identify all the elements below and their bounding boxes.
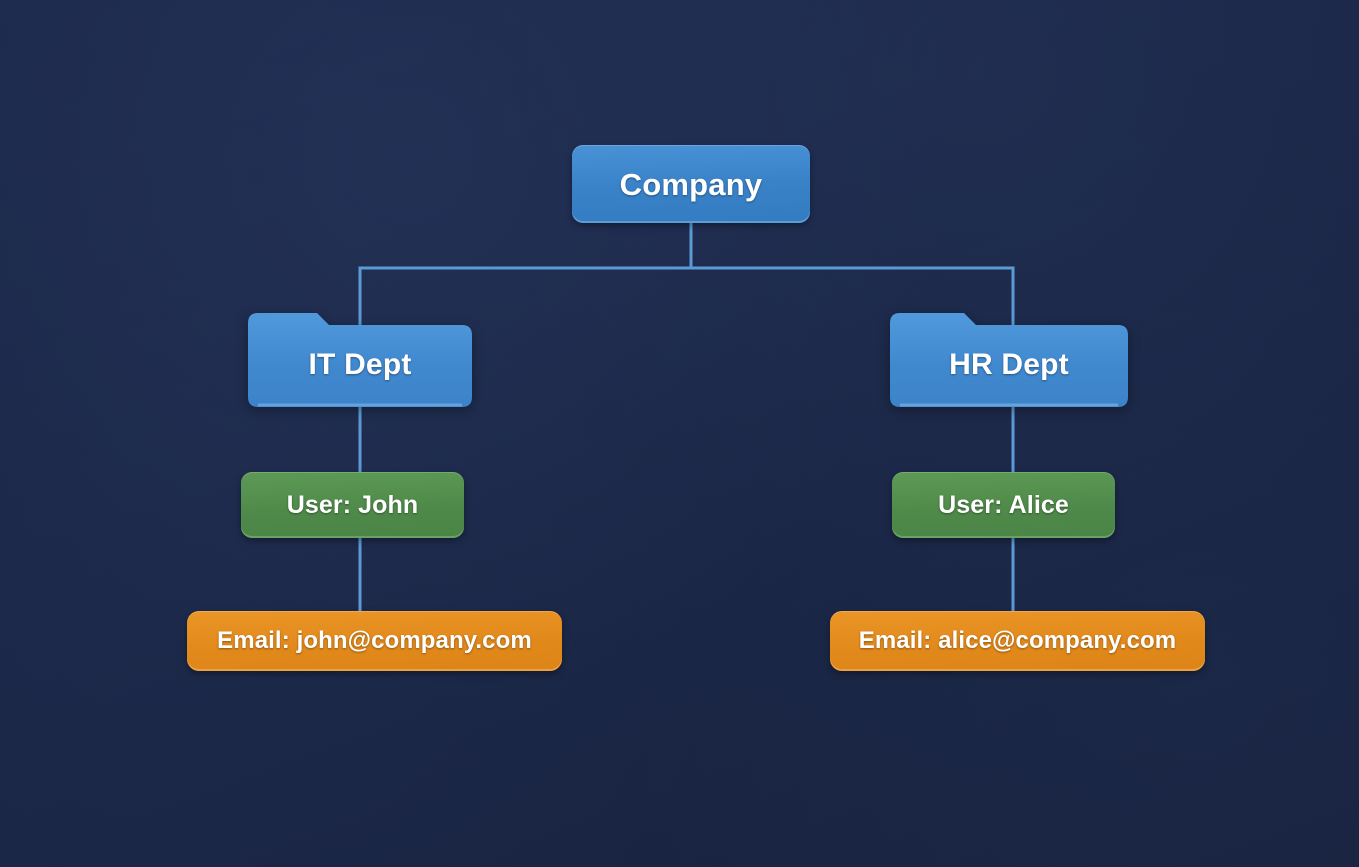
node-user-john-label: User: John: [286, 490, 419, 519]
node-company[interactable]: Company: [572, 145, 810, 223]
node-email-john[interactable]: Email: john@company.com: [187, 611, 562, 671]
node-user-alice-label: User: Alice: [938, 490, 1069, 519]
node-email-alice-label: Email: alice@company.com: [858, 627, 1177, 654]
node-email-john-label: Email: john@company.com: [217, 627, 532, 654]
node-user-john[interactable]: User: John: [241, 472, 464, 538]
folder-icon: [248, 313, 472, 407]
node-it-dept-label: IT Dept: [308, 348, 412, 381]
node-user-alice[interactable]: User: Alice: [892, 472, 1115, 538]
node-email-alice[interactable]: Email: alice@company.com: [830, 611, 1205, 671]
node-it-dept[interactable]: IT Dept: [248, 313, 472, 407]
folder-icon: [890, 313, 1128, 407]
node-hr-dept[interactable]: HR Dept: [890, 313, 1128, 407]
node-company-label: Company: [619, 166, 763, 202]
node-hr-dept-label: HR Dept: [949, 348, 1069, 381]
